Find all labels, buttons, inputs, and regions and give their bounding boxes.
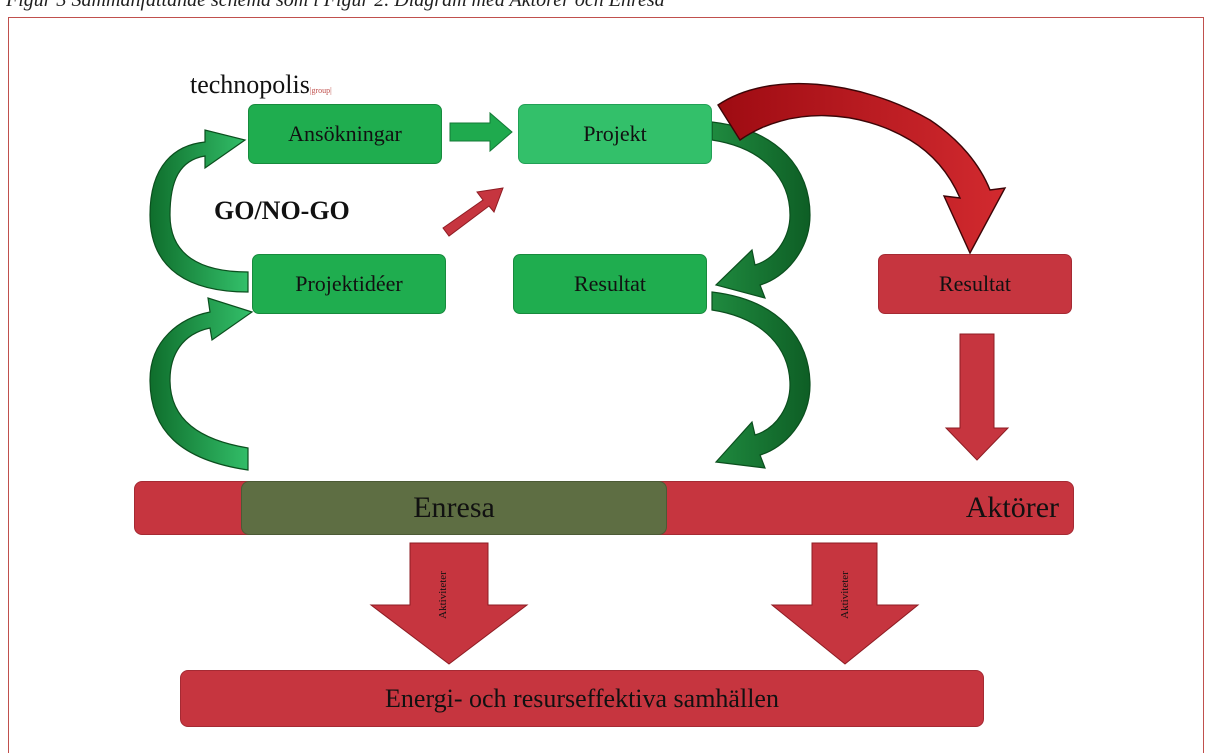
logo-sub: |group| xyxy=(309,86,332,95)
arrow-resultat-down xyxy=(944,333,1010,461)
figure-caption: Figur 3 Sammanfattande schema som i Figu… xyxy=(6,0,665,11)
label-aktiviteter-left: Aktiviteter xyxy=(437,571,449,619)
gonogo-label: GO/NO-GO xyxy=(214,196,350,225)
label-aktorer: Aktörer xyxy=(965,491,1059,524)
label-energi: Energi- och resurseffektiva samhällen xyxy=(385,683,779,713)
box-energi: Energi- och resurseffektiva samhällen xyxy=(180,670,984,727)
curved-arrow-left-upper xyxy=(149,129,249,293)
curved-arrow-left-lower xyxy=(149,297,254,471)
label-resultat-center: Resultat xyxy=(573,271,647,296)
label-projektideer: Projektidéer xyxy=(295,271,403,296)
box-resultat-center: Resultat xyxy=(513,254,707,314)
box-projekt: Projekt xyxy=(518,104,712,164)
arrow-projektideer-projekt xyxy=(442,187,504,237)
enresa-block: Enresa xyxy=(241,481,667,535)
arrow-ansokningar-projekt xyxy=(449,111,513,153)
label-projekt: Projekt xyxy=(583,121,647,146)
activity-arrow-right xyxy=(770,542,920,665)
box-resultat-right: Resultat xyxy=(878,254,1072,314)
label-resultat-right: Resultat xyxy=(938,271,1012,296)
technopolis-logo: technopolis|group| xyxy=(190,70,332,100)
box-projektideer: Projektidéer xyxy=(252,254,446,314)
curved-arrow-projekt-resultat-right xyxy=(717,82,1007,255)
label-aktiviteter-right: Aktiviteter xyxy=(839,571,851,619)
label-enresa: Enresa xyxy=(413,491,495,524)
curved-arrow-resultat-bar xyxy=(711,291,811,469)
label-ansokningar: Ansökningar xyxy=(288,121,402,146)
curved-arrow-projekt-resultat xyxy=(711,121,811,299)
figure-frame xyxy=(8,17,1204,753)
box-ansokningar: Ansökningar xyxy=(248,104,442,164)
logo-main: technopolis xyxy=(190,70,310,99)
activity-arrow-left xyxy=(369,542,529,665)
